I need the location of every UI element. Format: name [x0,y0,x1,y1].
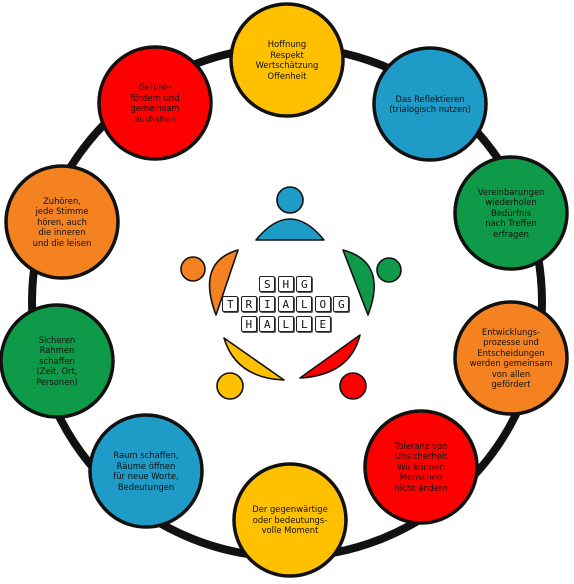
people-figures [180,186,402,400]
node-raum [88,413,204,529]
figure-bottom-left [216,337,285,400]
logo-tile: H [277,276,294,292]
logo-tile: E [314,316,331,332]
logo-tile: A [277,296,294,312]
logo-tile: L [277,316,294,332]
figure-bottom-right [299,334,367,400]
logo-tile: A [259,316,276,332]
node-moment [232,462,348,578]
logo-tile: G [296,276,313,292]
logo-tile: R [240,296,257,312]
logo-tile: I [259,296,276,312]
node-rahmen [0,303,115,419]
logo-tile: L [296,316,313,332]
node-toleranz [363,409,479,525]
figure-body-top [255,218,325,241]
figure-head-right [376,257,402,283]
node-reflektieren [372,46,488,162]
figure-body-right [342,249,375,316]
figure-body-bottom-left [223,337,285,381]
node-gefuehle [97,45,213,161]
node-circles [0,2,569,578]
logo-tile: O [314,296,331,312]
figure-left [180,249,239,316]
logo-tile: S [259,276,276,292]
logo-tile: H [240,316,257,332]
node-zuhoeren [4,164,120,280]
logo-tile: G [333,296,350,312]
node-vereinbarungen [453,155,569,271]
logo-tile: T [222,296,239,312]
figure-body-bottom-right [299,334,361,379]
node-entwicklung [453,300,569,416]
figure-head-top [276,186,304,214]
figure-body-left [208,249,239,316]
figure-head-bottom-left [216,372,244,400]
figure-top [255,186,325,241]
figure-head-left [180,256,206,282]
figure-right [342,249,402,316]
logo-tile: L [296,296,313,312]
node-hoffnung [229,2,345,118]
figure-head-bottom-right [339,372,367,400]
